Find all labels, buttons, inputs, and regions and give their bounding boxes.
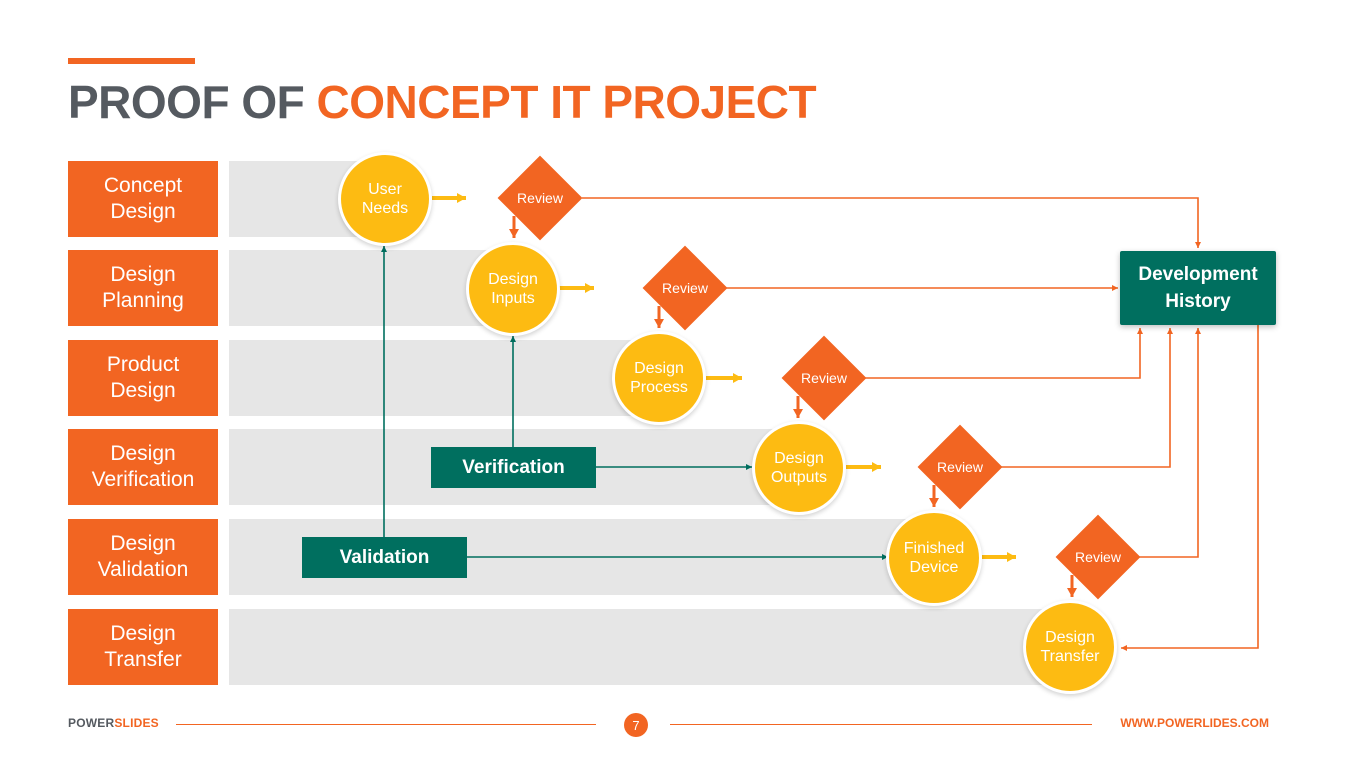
page-title: PROOF OF CONCEPT IT PROJECT bbox=[68, 74, 817, 130]
review-diamond-5: Review bbox=[1055, 514, 1141, 600]
step-design-inputs: Design Inputs bbox=[466, 242, 560, 336]
footer-brand: POWERSLIDES bbox=[68, 716, 159, 730]
title-accent-bar bbox=[68, 58, 195, 64]
page-number: 7 bbox=[624, 713, 648, 737]
review-label: Review bbox=[801, 370, 847, 386]
footer-divider-right bbox=[670, 724, 1092, 725]
line-review5-to-dev-history bbox=[1139, 328, 1201, 558]
line-review4-to-dev-history bbox=[1001, 328, 1173, 468]
step-design-transfer: Design Transfer bbox=[1023, 600, 1117, 694]
footer-url[interactable]: WWW.POWERLIDES.COM bbox=[1120, 716, 1269, 730]
review-label: Review bbox=[937, 459, 983, 475]
row-label-product-design: Product Design bbox=[68, 340, 218, 416]
review-diamond-3: Review bbox=[781, 335, 867, 421]
footer-divider-left bbox=[176, 724, 596, 725]
row-track-design-transfer bbox=[229, 609, 1049, 685]
verification-box: Verification bbox=[431, 447, 596, 488]
row-track-concept-design bbox=[229, 161, 359, 237]
title-part2: CONCEPT IT PROJECT bbox=[316, 76, 817, 128]
row-track-design-planning bbox=[229, 250, 489, 326]
row-label-design-planning: Design Planning bbox=[68, 250, 218, 326]
development-history-line2: History bbox=[1165, 291, 1231, 312]
row-label-concept-design: Concept Design bbox=[68, 161, 218, 237]
review-diamond-2: Review bbox=[642, 245, 728, 331]
development-history-box: Development History bbox=[1120, 251, 1276, 325]
review-diamond-1: Review bbox=[497, 155, 583, 241]
review-label: Review bbox=[517, 190, 563, 206]
row-label-design-validation: Design Validation bbox=[68, 519, 218, 595]
line-dev-history-to-design-transfer bbox=[1121, 325, 1259, 651]
footer-brand-part1: POWER bbox=[68, 716, 115, 730]
review-label: Review bbox=[662, 280, 708, 296]
footer-brand-part2: SLIDES bbox=[114, 716, 159, 730]
line-review1-to-dev-history bbox=[582, 197, 1201, 248]
step-design-process: Design Process bbox=[612, 331, 706, 425]
review-diamond-4: Review bbox=[917, 424, 1003, 510]
development-history-line1: Development bbox=[1138, 264, 1258, 285]
step-user-needs: User Needs bbox=[338, 152, 432, 246]
validation-box: Validation bbox=[302, 537, 467, 578]
row-label-design-transfer: Design Transfer bbox=[68, 609, 218, 685]
step-finished-device: Finished Device bbox=[886, 510, 982, 606]
row-track-product-design bbox=[229, 340, 639, 416]
row-label-design-verification: Design Verification bbox=[68, 429, 218, 505]
step-design-outputs: Design Outputs bbox=[752, 421, 846, 515]
title-part1: PROOF OF bbox=[68, 76, 305, 128]
line-review3-to-dev-history bbox=[865, 328, 1143, 379]
review-label: Review bbox=[1075, 549, 1121, 565]
